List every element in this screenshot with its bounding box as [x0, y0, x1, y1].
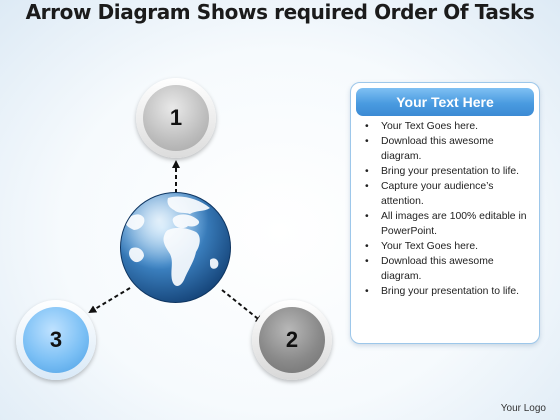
list-item: Bring your presentation to life.: [365, 164, 531, 179]
list-item: Download this awesome diagram.: [365, 134, 531, 164]
list-item: Your Text Goes here.: [365, 119, 531, 134]
page-title: Arrow Diagram Shows required Order Of Ta…: [25, 0, 535, 24]
panel-heading: Your Text Here: [356, 88, 534, 116]
list-item: All images are 100% editable in PowerPoi…: [365, 209, 531, 239]
bullet-list: Your Text Goes here. Download this aweso…: [365, 119, 531, 299]
step-2-label: 2: [285, 327, 299, 352]
step-1-circle: 1: [136, 78, 216, 158]
list-item: Bring your presentation to life.: [365, 284, 531, 299]
step-3-circle: 3: [16, 300, 96, 380]
step-3-label: 3: [49, 327, 63, 352]
arrow-to-step-2: [221, 289, 264, 324]
list-item: Download this awesome diagram.: [365, 254, 531, 284]
text-panel: Your Text Here Your Text Goes here. Down…: [350, 82, 540, 344]
list-item: Capture your audience’s attention.: [365, 179, 531, 209]
list-item: Your Text Goes here.: [365, 239, 531, 254]
step-2-circle: 2: [252, 300, 332, 380]
logo-text: Your Logo: [500, 403, 546, 414]
arrow-to-step-3: [88, 287, 131, 314]
globe-icon: [118, 190, 233, 305]
step-1-label: 1: [169, 105, 183, 130]
